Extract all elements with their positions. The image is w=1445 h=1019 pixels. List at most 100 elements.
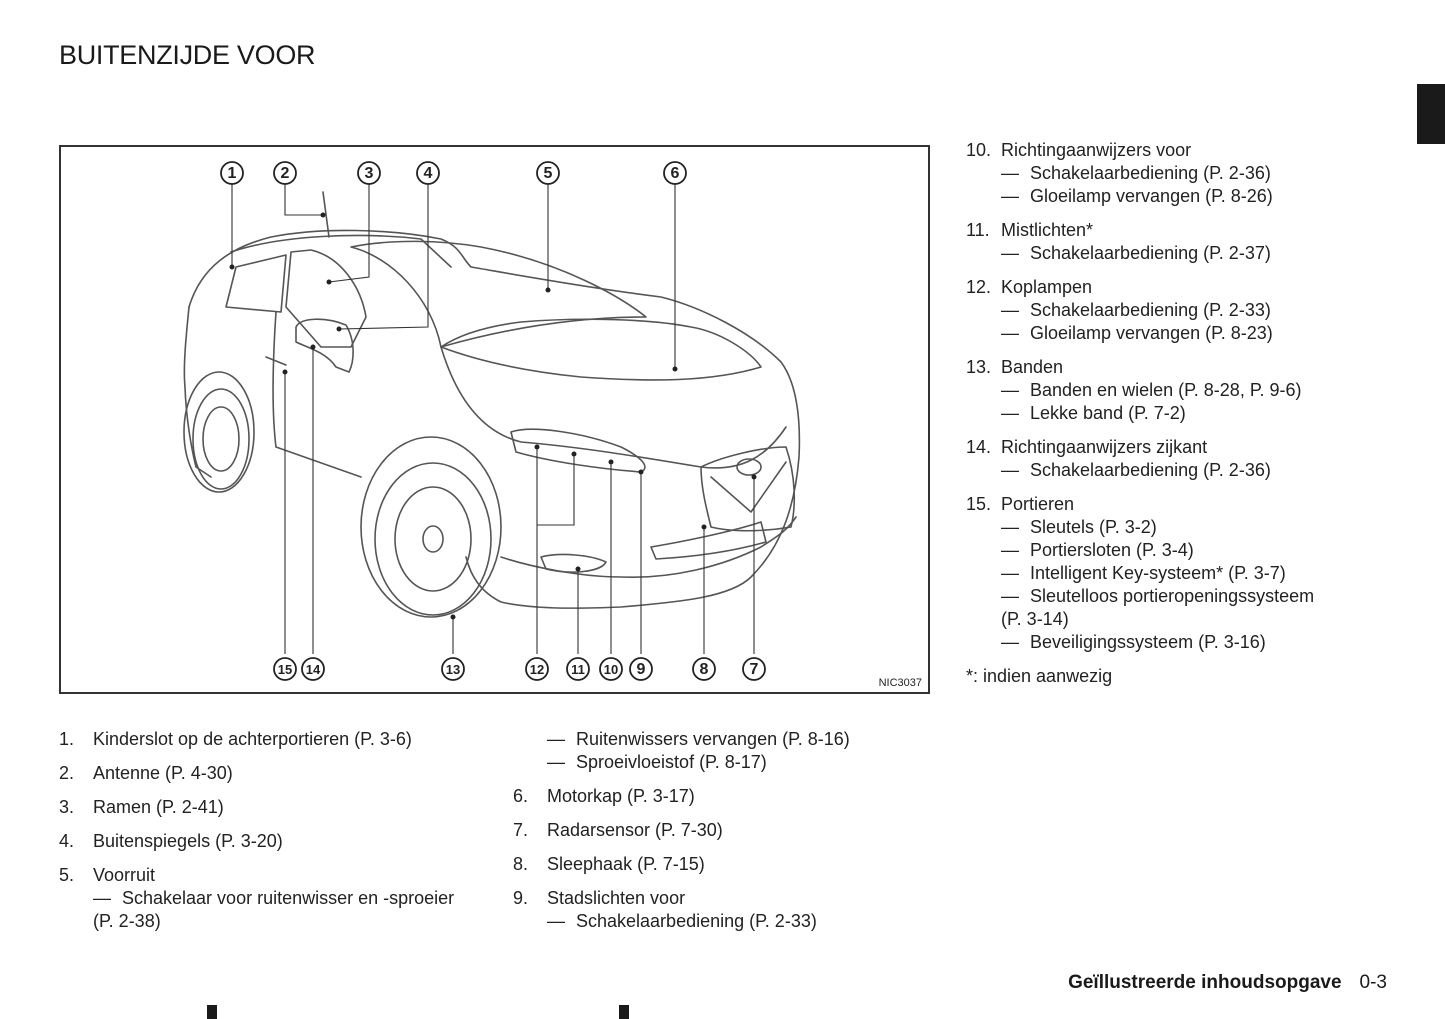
leader-3: [328, 184, 370, 283]
callout-number: 8: [700, 661, 709, 678]
callout-number: 4: [424, 165, 433, 182]
hood-front-edge: [440, 346, 787, 469]
callout-number: 15: [278, 662, 292, 677]
sub-item: —Banden en wielen (P. 8-28, P. 9-6): [1001, 380, 1302, 400]
front-rim: [394, 486, 472, 592]
roof-line: [230, 234, 452, 268]
sub-item: —Intelligent Key-systeem* (P. 3-7): [1001, 563, 1286, 583]
list-item: 14. Richtingaanwijzers zijkant —Schakela…: [966, 436, 1426, 482]
fog-light: [540, 553, 607, 573]
side-window-rear: [225, 254, 287, 313]
footer-section-title: Geïllustreerde inhoudsopgave: [1068, 972, 1342, 993]
sub-item: —Schakelaarbediening (P. 2-33): [1001, 300, 1271, 320]
sub-item: —Schakelaar voor ruitenwisser en -sproei…: [93, 888, 455, 908]
legend-column-3: 10. Richtingaanwijzers voor —Schakelaarb…: [966, 139, 1426, 688]
sub-item: —Ruitenwissers vervangen (P. 8-16): [547, 729, 850, 749]
emblem: [736, 458, 762, 476]
sub-item: —Sproeivloeistof (P. 8-17): [547, 752, 767, 772]
leader-4: [338, 184, 429, 330]
side-window-front: [285, 249, 367, 348]
callout-number: 7: [750, 661, 759, 678]
front-hub: [422, 525, 444, 553]
list-item: 11. Mistlichten* —Schakelaarbediening (P…: [966, 219, 1426, 265]
sub-item: —Schakelaarbediening (P. 2-33): [547, 911, 817, 931]
rear-tire: [192, 388, 250, 490]
page-title: BUITENZIJDE VOOR: [59, 40, 316, 70]
callout-number: 2: [281, 165, 290, 182]
hood: [440, 318, 762, 381]
callout-number: 5: [544, 165, 553, 182]
sub-item: —Schakelaarbediening (P. 2-36): [1001, 163, 1271, 183]
sub-item: —Sleutels (P. 3-2): [1001, 517, 1157, 537]
list-item: 2.Antenne (P. 4-30): [59, 763, 233, 783]
list-item: 5. Voorruit —Schakelaar voor ruitenwisse…: [59, 864, 489, 933]
callout-8: 8: [692, 657, 716, 681]
sub-item: —Schakelaarbediening (P. 2-37): [1001, 243, 1271, 263]
callout-2: 2: [273, 161, 297, 185]
legend-column-2: —Ruitenwissers vervangen (P. 8-16) —Spro…: [513, 728, 933, 944]
headlight: [510, 428, 646, 473]
callout-10: 10: [599, 657, 623, 681]
callout-number: 1: [228, 165, 237, 182]
figure-code: NIC3037: [878, 677, 922, 689]
list-item: 8.Sleephaak (P. 7-15): [513, 854, 705, 874]
callout-3: 3: [357, 161, 381, 185]
list-item: 15. Portieren —Sleutels (P. 3-2) —Portie…: [966, 493, 1426, 654]
grille-v: [710, 461, 787, 513]
crop-mark: [207, 1005, 217, 1019]
list-item: 1.Kinderslot op de achterportieren (P. 3…: [59, 729, 412, 749]
callout-1: 1: [220, 161, 244, 185]
callout-number: 13: [446, 662, 460, 677]
sub-item: —Gloeilamp vervangen (P. 8-23): [1001, 323, 1273, 343]
door-handle: [265, 356, 287, 366]
sub-item: —Schakelaarbediening (P. 2-36): [1001, 460, 1271, 480]
callout-number: 9: [637, 661, 646, 678]
callout-14: 14: [301, 657, 325, 681]
footnote: *: indien aanwezig: [966, 666, 1113, 686]
callout-13: 13: [441, 657, 465, 681]
list-item: 9. Stadslichten voor —Schakelaarbedienin…: [513, 887, 933, 933]
front-tire: [374, 462, 492, 616]
callout-number: 14: [306, 662, 321, 677]
list-item: 4.Buitenspiegels (P. 3-20): [59, 831, 283, 851]
front-wheel-arch: [360, 436, 502, 618]
legend-column-1: 1.Kinderslot op de achterportieren (P. 3…: [59, 728, 489, 944]
sub-item: —Sleutelloos portieropeningssysteem: [1001, 586, 1315, 606]
sub-item: —Lekke band (P. 7-2): [1001, 403, 1186, 423]
page-number: 0-3: [1359, 972, 1387, 993]
crop-mark: [619, 1005, 629, 1019]
sub-item: —Portiersloten (P. 3-4): [1001, 540, 1194, 560]
callout-number: 6: [671, 165, 680, 182]
callout-9: 9: [629, 657, 653, 681]
callout-number: 11: [571, 662, 585, 677]
door-line: [272, 311, 362, 478]
list-item: 12. Koplampen —Schakelaarbediening (P. 2…: [966, 276, 1426, 345]
rear-wheel-arch: [183, 371, 255, 493]
sub-item: —Gloeilamp vervangen (P. 8-26): [1001, 186, 1273, 206]
callout-4: 4: [416, 161, 440, 185]
callout-number: 12: [530, 662, 544, 677]
callout-6: 6: [663, 161, 687, 185]
list-item: 7.Radarsensor (P. 7-30): [513, 820, 723, 840]
lower-intake: [650, 521, 767, 560]
car-rear-outline: [183, 306, 212, 478]
windshield: [350, 240, 647, 348]
car-body-outline: [188, 229, 801, 609]
leader-2: [284, 184, 323, 216]
list-item: 3.Ramen (P. 2-41): [59, 797, 224, 817]
list-item: 10. Richtingaanwijzers voor —Schakelaarb…: [966, 139, 1426, 208]
callout-number: 10: [604, 662, 618, 677]
continued-sub-items: —Ruitenwissers vervangen (P. 8-16) —Spro…: [547, 728, 933, 774]
callout-number: 3: [365, 165, 374, 182]
callout-11: 11: [566, 657, 590, 681]
callout-7: 7: [742, 657, 766, 681]
callout-12: 12: [525, 657, 549, 681]
list-item: 6.Motorkap (P. 3-17): [513, 786, 695, 806]
list-item: 13. Banden —Banden en wielen (P. 8-28, P…: [966, 356, 1426, 425]
rear-rim: [202, 406, 240, 472]
section-tab-marker: [1417, 84, 1445, 144]
sub-item: —Beveiligingssysteem (P. 3-16): [1001, 632, 1266, 652]
callout-15: 15: [273, 657, 297, 681]
